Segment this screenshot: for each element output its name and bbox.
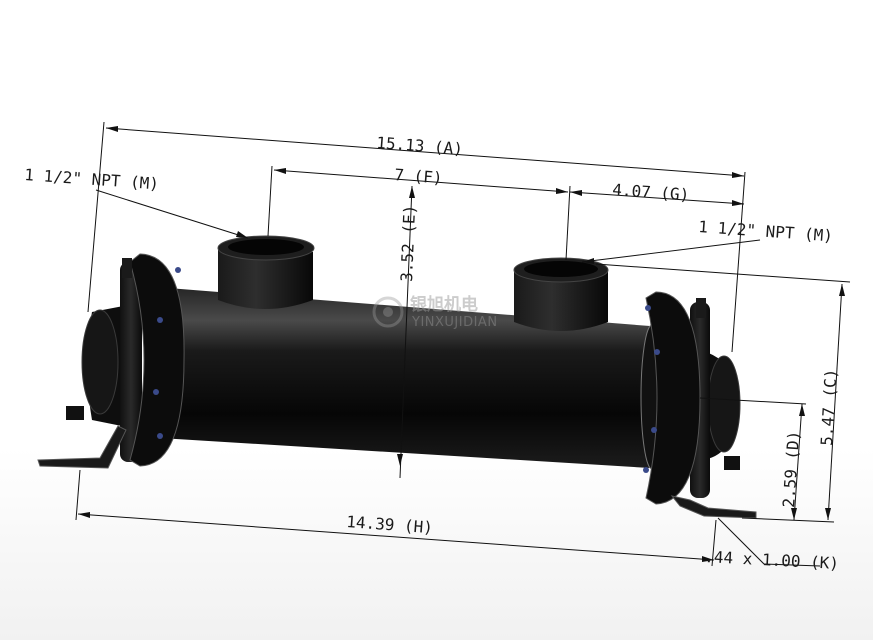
dim-f-label: 7 (F) [394,165,443,188]
right-end-cap [643,291,741,505]
right-mounting-bracket [670,495,757,519]
dim-a-label: 15.13 (A) [376,133,464,158]
dim-d-label: 2.59 (D) [779,430,803,508]
dim-g-label: 4.07 (G) [612,180,690,204]
port-right-label: 1 1/2" NPT (M) [698,217,834,245]
left-mounting-bracket [37,425,127,469]
watermark: 银旭机电 YINXUJIDIAN [372,294,498,330]
left-port [217,235,315,309]
dim-h-label: 14.39 (H) [346,512,434,537]
dim-c-label: 5.47 (C) [817,368,841,446]
extension-lines [75,121,851,567]
left-end-cap [66,253,185,467]
dimension-lines [77,126,845,567]
dim-e-label: 3.52 (E) [397,204,419,282]
watermark-en: YINXUJIDIAN [411,315,498,330]
right-port [513,257,609,331]
port-left-label: 1 1/2" NPT (M) [24,165,160,193]
watermark-cn: 银旭机电 [410,294,478,315]
dim-k-label: .44 x 1.00 (K) [704,547,840,573]
